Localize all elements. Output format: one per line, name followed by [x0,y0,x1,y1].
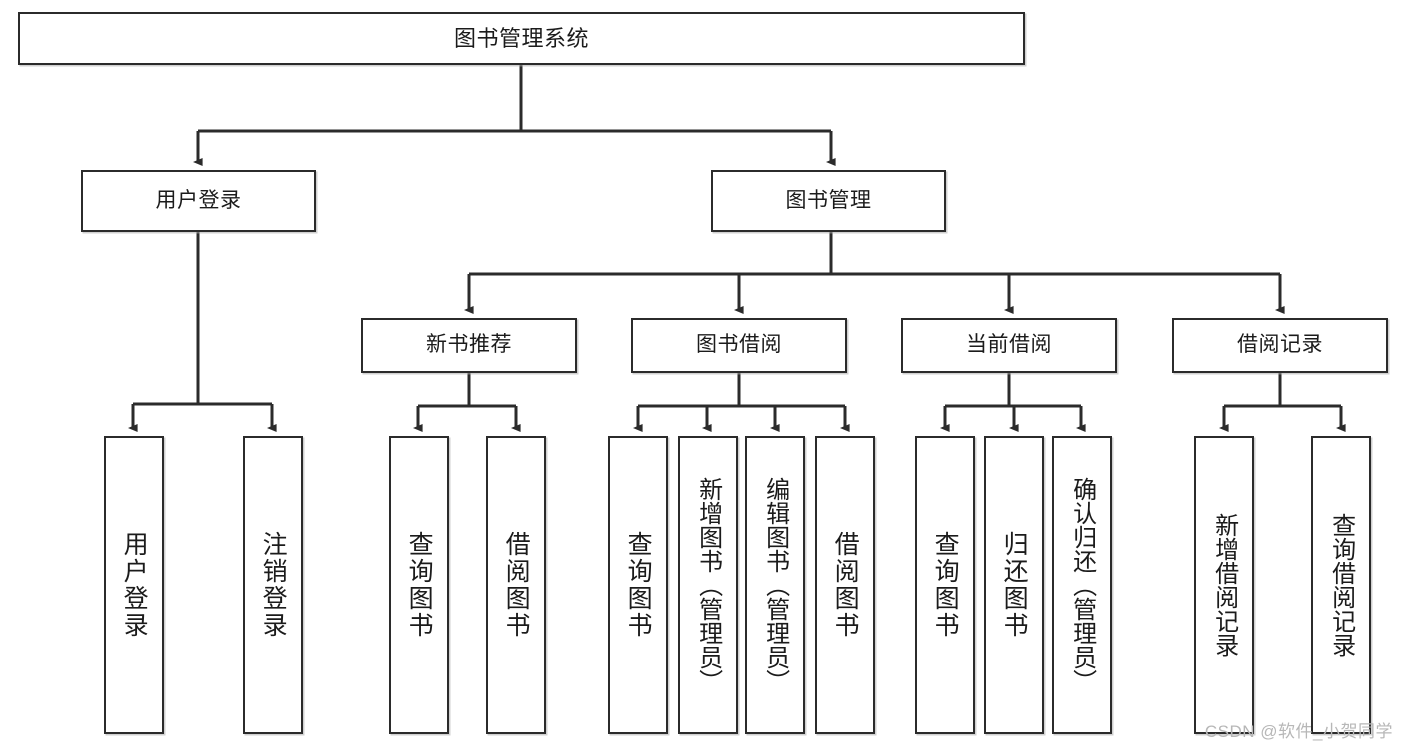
node-label: 用户登录 [155,188,242,212]
node-label: 查询借阅记录 [1327,513,1355,657]
node-label: 归还图书 [1000,531,1029,639]
node-label: 图书管理系统 [453,25,589,51]
node-label: 注销登录 [259,531,288,639]
node-label: 新增图书（管理员） [694,477,722,693]
node-leaf-query-book-borrow[interactable]: 查询图书 [608,436,668,734]
node-current-borrow[interactable]: 当前借阅 [901,318,1117,373]
node-label: 新书推荐 [426,333,512,357]
node-label: 借阅图书 [502,531,531,639]
node-root-book-management-system[interactable]: 图书管理系统 [18,12,1025,65]
csdn-watermark: CSDN @软件_小贺同学 [1204,722,1393,741]
node-user-login[interactable]: 用户登录 [81,170,316,232]
node-leaf-logout-login[interactable]: 注销登录 [243,436,303,734]
node-book-management[interactable]: 图书管理 [711,170,946,232]
node-label: 借阅记录 [1237,333,1323,357]
node-leaf-query-book-current[interactable]: 查询图书 [915,436,975,734]
node-leaf-edit-book-admin[interactable]: 编辑图书（管理员） [745,436,805,734]
node-leaf-add-borrow-record[interactable]: 新增借阅记录 [1194,436,1254,734]
node-leaf-borrow-book-recommend[interactable]: 借阅图书 [486,436,546,734]
node-label: 编辑图书（管理员） [761,477,789,693]
node-borrow-record[interactable]: 借阅记录 [1172,318,1388,373]
node-leaf-return-book[interactable]: 归还图书 [984,436,1044,734]
node-leaf-query-borrow-record[interactable]: 查询借阅记录 [1311,436,1371,734]
node-label: 查询图书 [405,531,434,639]
node-label: 当前借阅 [966,333,1052,357]
node-leaf-query-book-recommend[interactable]: 查询图书 [389,436,449,734]
node-leaf-user-login[interactable]: 用户登录 [104,436,164,734]
node-new-book-recommend[interactable]: 新书推荐 [361,318,577,373]
node-leaf-borrow-book[interactable]: 借阅图书 [815,436,875,734]
node-label: 确认归还（管理员） [1068,477,1096,693]
node-label: 用户登录 [120,531,149,639]
node-label: 新增借阅记录 [1210,513,1238,657]
node-label: 图书管理 [785,188,872,212]
node-label: 图书借阅 [696,333,782,357]
node-label: 借阅图书 [831,531,860,639]
node-label: 查询图书 [624,531,653,639]
node-leaf-confirm-return-admin[interactable]: 确认归还（管理员） [1052,436,1112,734]
node-label: 查询图书 [931,531,960,639]
node-leaf-add-book-admin[interactable]: 新增图书（管理员） [678,436,738,734]
node-book-borrow[interactable]: 图书借阅 [631,318,847,373]
